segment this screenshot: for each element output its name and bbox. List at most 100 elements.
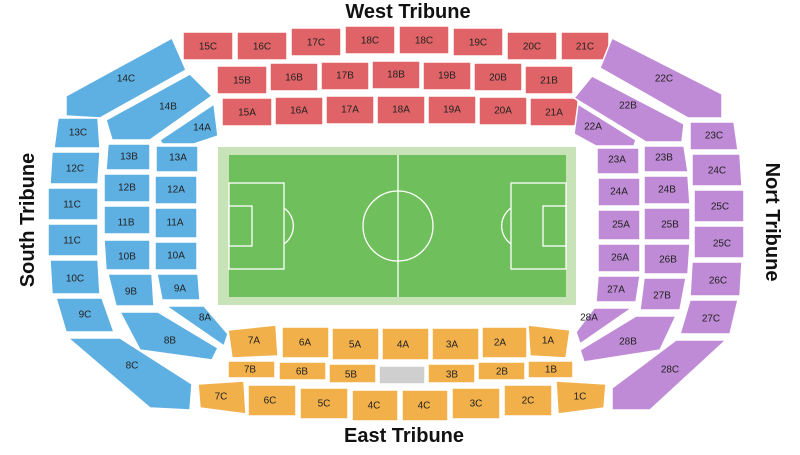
section-1C[interactable]: 1C xyxy=(555,380,607,415)
section-25A[interactable]: 25A xyxy=(597,209,641,241)
section-label: 28C xyxy=(661,365,679,376)
section-25C-upper[interactable]: 25C xyxy=(693,189,745,223)
section-24B[interactable]: 24B xyxy=(643,175,691,205)
section-20A[interactable]: 20A xyxy=(478,96,528,126)
section-19A[interactable]: 19A xyxy=(427,95,477,125)
section-22B[interactable]: 22B xyxy=(572,75,685,143)
section-12C[interactable]: 12C xyxy=(49,151,101,185)
section-26B[interactable]: 26B xyxy=(643,243,691,275)
section-15B[interactable]: 15B xyxy=(216,65,268,95)
section-18C-left[interactable]: 18C xyxy=(344,25,396,55)
section-3A[interactable]: 3A xyxy=(431,327,480,361)
section-27A[interactable]: 27A xyxy=(595,275,641,303)
section-4C-left[interactable]: 4C xyxy=(351,389,399,422)
section-4A[interactable]: 4A xyxy=(381,327,430,361)
section-19B[interactable]: 19B xyxy=(422,61,472,91)
section-label: 7C xyxy=(215,392,228,403)
section-7B[interactable]: 7B xyxy=(227,360,276,379)
section-1B[interactable]: 1B xyxy=(527,360,574,379)
section-15A[interactable]: 15A xyxy=(221,97,273,127)
section-8C[interactable]: 8C xyxy=(65,337,193,411)
section-14B[interactable]: 14B xyxy=(105,73,214,141)
section-21A[interactable]: 21A xyxy=(529,97,579,127)
section-13B[interactable]: 13B xyxy=(105,143,151,171)
section-10B[interactable]: 10B xyxy=(103,239,151,271)
section-18B[interactable]: 18B xyxy=(371,60,421,90)
section-9A[interactable]: 9A xyxy=(156,273,201,301)
section-22C[interactable]: 22C xyxy=(599,36,723,119)
section-2C[interactable]: 2C xyxy=(503,384,553,417)
north-tribune-title: Nort Tribune xyxy=(761,163,783,282)
section-12A[interactable]: 12A xyxy=(154,175,198,205)
section-20C[interactable]: 20C xyxy=(506,31,558,61)
section-6C[interactable]: 6C xyxy=(247,384,297,417)
section-8A[interactable]: 8A xyxy=(163,305,229,348)
section-label: 1A xyxy=(542,336,555,347)
section-18C-right[interactable]: 18C xyxy=(398,25,450,55)
section-28C[interactable]: 28C xyxy=(611,339,728,411)
section-19C[interactable]: 19C xyxy=(452,27,504,57)
section-17A[interactable]: 17A xyxy=(325,95,375,125)
section-11C-upper[interactable]: 11C xyxy=(47,187,99,221)
section-8B[interactable]: 8B xyxy=(118,311,219,361)
south-tribune-title: South Tribune xyxy=(17,153,39,287)
section-16C[interactable]: 16C xyxy=(236,31,288,61)
section-11B[interactable]: 11B xyxy=(103,205,151,235)
section-3C[interactable]: 3C xyxy=(451,387,501,420)
section-1A[interactable]: 1A xyxy=(527,324,571,359)
section-27C[interactable]: 27C xyxy=(678,299,739,335)
section-3B[interactable]: 3B xyxy=(427,363,476,384)
section-2B[interactable]: 2B xyxy=(477,361,526,381)
section-28A[interactable]: 28A xyxy=(575,307,635,346)
section-25B[interactable]: 25B xyxy=(643,207,691,241)
section-4C-right[interactable]: 4C xyxy=(401,389,449,422)
section-25C-lower[interactable]: 25C xyxy=(693,225,745,259)
section-6A[interactable]: 6A xyxy=(281,326,330,359)
section-10A[interactable]: 10A xyxy=(154,241,198,271)
section-11C-lower[interactable]: 11C xyxy=(47,223,99,257)
section-7C[interactable]: 7C xyxy=(197,380,247,415)
section-23B[interactable]: 23B xyxy=(643,145,689,173)
section-28B[interactable]: 28B xyxy=(579,315,678,363)
section-14C[interactable]: 14C xyxy=(65,36,187,119)
section-23A[interactable]: 23A xyxy=(596,147,640,175)
section-18A[interactable]: 18A xyxy=(376,95,426,125)
section-6B[interactable]: 6B xyxy=(278,361,327,381)
section-5C[interactable]: 5C xyxy=(299,387,349,420)
section-24C[interactable]: 24C xyxy=(691,153,743,187)
section-26A[interactable]: 26A xyxy=(597,243,641,273)
section-label: 3C xyxy=(470,399,483,410)
section-5B[interactable]: 5B xyxy=(328,363,377,384)
section-20B[interactable]: 20B xyxy=(473,62,523,92)
section-9C[interactable]: 9C xyxy=(54,297,116,333)
section-2A[interactable]: 2A xyxy=(481,326,528,359)
section-13C[interactable]: 13C xyxy=(53,117,101,149)
section-17C[interactable]: 17C xyxy=(290,27,342,57)
section-5A[interactable]: 5A xyxy=(331,327,380,361)
section-9B[interactable]: 9B xyxy=(107,273,155,307)
section-26C[interactable]: 26C xyxy=(689,261,743,297)
section-10C[interactable]: 10C xyxy=(49,259,101,295)
section-22A[interactable]: 22A xyxy=(573,102,637,147)
section-7A[interactable]: 7A xyxy=(227,324,279,359)
section-24A[interactable]: 24A xyxy=(597,177,641,207)
section-23C[interactable]: 23C xyxy=(689,121,739,151)
section-13A[interactable]: 13A xyxy=(155,145,199,173)
section-21B[interactable]: 21B xyxy=(524,65,574,95)
section-11A[interactable]: 11A xyxy=(154,207,198,239)
section-12B[interactable]: 12B xyxy=(103,173,151,203)
section-label: 6A xyxy=(299,338,312,349)
section-label: 23A xyxy=(608,155,626,166)
section-16A[interactable]: 16A xyxy=(274,96,324,126)
section-17B[interactable]: 17B xyxy=(320,61,370,91)
section-27B[interactable]: 27B xyxy=(639,277,687,311)
section-16B[interactable]: 16B xyxy=(269,62,319,92)
section-label: 10B xyxy=(118,252,136,263)
section-label: 8A xyxy=(199,313,212,324)
section-15C[interactable]: 15C xyxy=(182,31,234,61)
section-21C[interactable]: 21C xyxy=(560,31,610,61)
section-14A[interactable]: 14A xyxy=(159,102,219,145)
section-label: 5C xyxy=(318,399,331,410)
